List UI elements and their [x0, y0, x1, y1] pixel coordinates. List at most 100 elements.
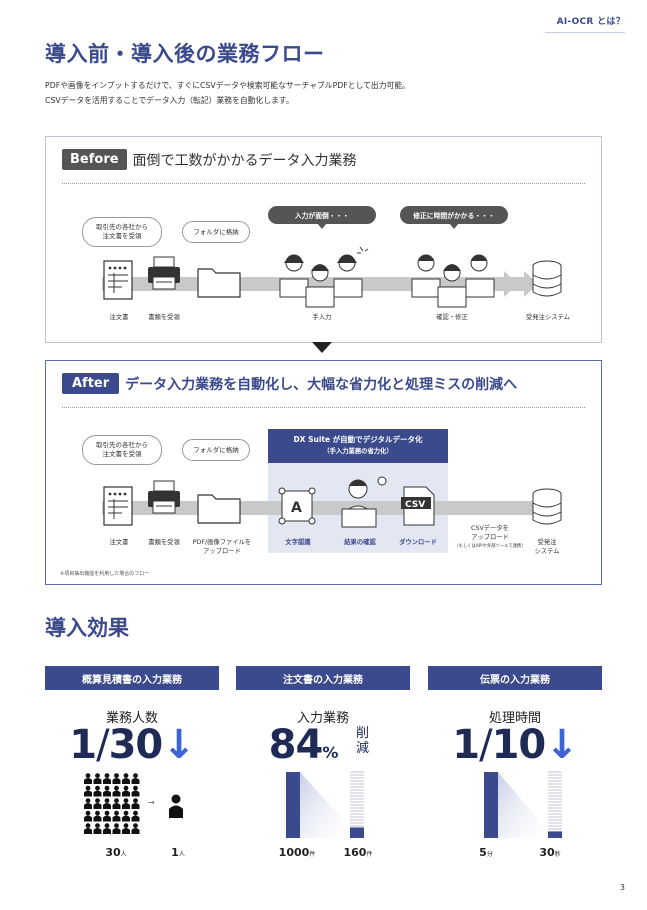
database-icon [532, 488, 562, 525]
person-figure [112, 798, 121, 809]
flow-title: 導入前・導入後の業務フロー [45, 42, 325, 66]
person-figure [112, 785, 121, 797]
person-figure [84, 773, 92, 784]
before-divider [62, 183, 585, 184]
bar-after [548, 831, 562, 838]
flow-description: PDFや画像をインプットするだけで、すぐにCSVデータや検索可能なサーチャブルP… [45, 78, 605, 108]
after-receive-pill: 取引先の各社から注文書を受領 [82, 435, 162, 465]
document-icon [103, 260, 133, 300]
time-reduction-chart [484, 771, 562, 838]
value: 1000 [278, 846, 310, 859]
reduction-shadow [498, 772, 548, 838]
metric-label-staff: 業務人数 [105, 711, 158, 726]
reduce-char: 減 [356, 741, 370, 756]
person-icon [169, 794, 183, 818]
label-line: アップロード [471, 534, 509, 541]
unit: 件 [309, 851, 316, 858]
label-download: ダウンロード [399, 539, 437, 546]
value: 1 [171, 846, 179, 859]
after-flow-box: After データ入力業務を自動化し、大幅な省力化と処理ミスの削減へ 取引先の各… [45, 360, 602, 585]
value: 160 [343, 846, 367, 859]
person-figure [93, 823, 102, 834]
effects-title: 導入効果 [45, 616, 129, 640]
after-tag: After [62, 373, 120, 394]
person-figure [122, 810, 130, 822]
before-folder-pill: フォルダに格納 [182, 221, 250, 243]
effect-head-order: 注文書の入力業務 [236, 666, 410, 690]
pill-line: 取引先の各社から [96, 441, 148, 449]
pill-line: 取引先の各社から [96, 223, 148, 231]
bar-before [484, 772, 498, 838]
pill-line: 注文書を受領 [102, 232, 142, 240]
workers-fix-icon [411, 254, 495, 308]
big-num: 84 [268, 722, 324, 768]
effect-head-estimate: 概算見積書の入力業務 [45, 666, 219, 690]
label-order: 注文書 [109, 539, 129, 546]
after-divider [62, 407, 585, 408]
header-rule [545, 32, 625, 33]
person-figure [131, 798, 140, 809]
after-heading: After データ入力業務を自動化し、大幅な省力化と処理ミスの削減へ [62, 373, 517, 394]
person-figure [84, 810, 92, 822]
reduction-shadow [300, 772, 350, 838]
person-figure [103, 798, 111, 809]
person-figure [131, 785, 140, 797]
label-receive: 書類を受領 [148, 539, 180, 546]
reduce-char: 削 [356, 726, 370, 741]
to-value-order: 160件 [336, 846, 380, 859]
unit: 秒 [554, 851, 561, 858]
big-num-b: 10 [491, 722, 547, 768]
desc-line-1: PDFや画像をインプットするだけで、すぐにCSVデータや検索可能なサーチャブルP… [45, 81, 410, 90]
person-figure [122, 823, 130, 834]
unit: 人 [178, 851, 185, 858]
person-figure [122, 798, 130, 809]
person-figure [131, 810, 140, 822]
unit: 件 [366, 851, 373, 858]
csv-badge: CSV [405, 500, 425, 510]
before-receive-pill: 取引先の各社から注文書を受領 [82, 217, 162, 247]
value: 5 [479, 846, 487, 859]
label-line: PDF/画像ファイルを [192, 539, 252, 546]
people-30-icon [84, 773, 140, 834]
label-csv-upload: CSVデータを アップロード （もしくはAPIや外部ツールで連携） [450, 524, 530, 551]
dx-title: DX Suite が自動でデジタルデータ化 [293, 435, 423, 444]
label-system: 受発注システム [526, 314, 570, 321]
after-heading-text: データ入力業務を自動化し、大幅な省力化と処理ミスの削減へ [125, 376, 518, 393]
person-figure [84, 785, 92, 797]
label-note: （もしくはAPIや外部ツールで連携） [454, 544, 526, 549]
unit: 人 [120, 851, 127, 858]
down-arrow-icon: ↓ [162, 722, 196, 768]
person-figure [93, 810, 102, 822]
value: 30 [105, 846, 121, 859]
section-tag: AI-OCR とは？ [556, 17, 625, 27]
label-check-fix: 確認・修正 [436, 314, 468, 321]
big-value-input: 84% [216, 722, 390, 768]
dx-suite-header: DX Suite が自動でデジタルデータ化 （手入力業務の省力化） [268, 429, 448, 463]
label-receive: 書類を受領 [148, 314, 180, 321]
big-pct: % [322, 743, 338, 762]
bar-before [286, 772, 300, 838]
person-figure [103, 773, 111, 784]
footnote: ※項目抽出機能を利用した場合のフロー [60, 571, 150, 577]
text-recognition-icon: A [278, 487, 316, 525]
label-line: 受発注 [537, 539, 557, 546]
label-line: アップロード [203, 548, 241, 555]
value: 30 [539, 846, 555, 859]
unit: 分 [486, 851, 493, 858]
label-order: 注文書 [109, 314, 129, 321]
before-heading: Before 面倒で工数がかかるデータ入力業務 [62, 149, 357, 170]
bar-after [350, 827, 364, 838]
label-manual-input: 手入力 [312, 314, 332, 321]
before-bubble-input: 入力が面倒・・・ [268, 206, 376, 229]
person-figure [112, 773, 121, 784]
page-number: 3 [619, 883, 625, 892]
metric-label-time: 処理時間 [488, 711, 541, 726]
down-arrow-icon: ↓ [545, 722, 579, 768]
database-icon [532, 260, 562, 297]
person-figure [112, 823, 121, 834]
big-value-time: 1/10↓ [428, 722, 602, 768]
before-flow-box: Before 面倒で工数がかかるデータ入力業務 取引先の各社から注文書を受領 フ… [45, 136, 602, 343]
desc-line-2: CSVデータを活用することでデータ入力（転記）業務を自動化します。 [45, 96, 294, 105]
before-heading-text: 面倒で工数がかかるデータ入力業務 [132, 152, 357, 169]
big-num-a: 1 [69, 722, 97, 768]
